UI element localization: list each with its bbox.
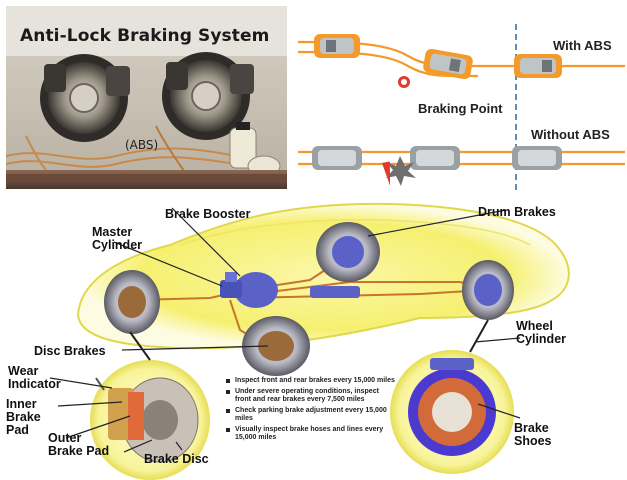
brake-disc-label: Brake Disc <box>144 453 209 466</box>
without-abs-label: Without ABS <box>531 127 610 142</box>
tip-item: Check parking brake adjustment every 15,… <box>226 407 396 423</box>
photo-abs-tag: (ABS) <box>125 138 158 152</box>
with-abs-label: With ABS <box>553 38 612 53</box>
disc-brakes-label: Disc Brakes <box>34 345 106 358</box>
outer-brake-pad-label: Outer Brake Pad <box>48 432 112 458</box>
photo-title: Anti-Lock Braking System <box>20 26 269 46</box>
tip-item: Visually inspect brake hoses and lines e… <box>226 426 396 442</box>
car-with-abs-3 <box>514 54 562 78</box>
car-without-abs-3 <box>512 146 562 170</box>
car-with-abs-1 <box>314 34 360 58</box>
bullet-icon <box>226 379 230 383</box>
maintenance-tips: Inspect front and rear brakes every 15,0… <box>226 377 396 445</box>
braking-point-label: Braking Point <box>418 101 503 116</box>
drum-brakes-label: Drum Brakes <box>478 206 556 219</box>
skid-illustration <box>298 4 625 194</box>
wheel-cylinder-label: Wheel Cylinder <box>516 320 576 346</box>
tip-item: Inspect front and rear brakes every 15,0… <box>226 377 396 385</box>
master-cylinder-label: Master Cylinder <box>92 226 162 252</box>
bullet-icon <box>226 428 230 432</box>
bullet-icon <box>226 409 230 413</box>
car-without-abs-2 <box>410 146 460 170</box>
brake-booster-label: Brake Booster <box>165 208 250 221</box>
car-without-abs-1 <box>312 146 362 170</box>
wear-indicator-label: Wear Indicator <box>8 365 72 391</box>
tip-item: Under severe operating conditions, inspe… <box>226 388 396 404</box>
brake-shoes-label: Brake Shoes <box>514 422 570 448</box>
bullet-icon <box>226 390 230 394</box>
abs-photo: Anti-Lock Braking System (ABS) <box>6 6 287 189</box>
abs-comparison-diagram: With ABS Braking Point Without ABS <box>298 4 625 194</box>
